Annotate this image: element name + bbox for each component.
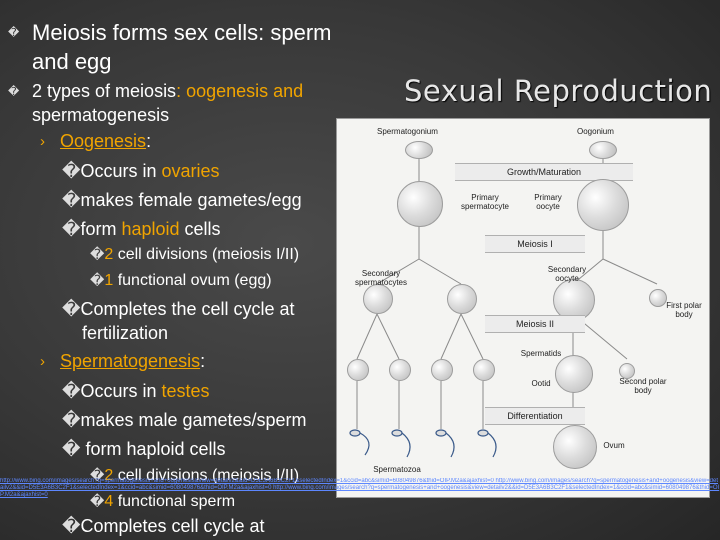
oogenesis-item-highlight: ovaries (161, 161, 220, 181)
spermatogenesis-item-testes: �Occurs in testes (62, 381, 210, 402)
stage-meiosis-1: Meiosis I (485, 235, 585, 253)
first-polar-body-cell (649, 289, 667, 307)
stage-growth: Growth/Maturation (455, 163, 633, 181)
oogenesis-colon: : (146, 131, 152, 151)
spermatogenesis-item-cycle: �Completes cell cycle at (62, 516, 265, 537)
spermatogenesis-item-haploid: � form haploid cells (62, 439, 226, 460)
oogenesis-item-gametes: �makes female gametes/egg (62, 190, 302, 211)
stage-differentiation: Differentiation (485, 407, 585, 425)
oogenesis-subitem-ovum: �1 functional ovum (egg) (90, 272, 272, 290)
second-polar-body-cell (619, 363, 635, 379)
spermatogenesis-subitem-text: cell divisions (meiosis I/II) (113, 467, 300, 484)
label-ovum: Ovum (603, 441, 625, 450)
spermatozoa-icons (349, 429, 497, 458)
primary-spermatocyte-cell (397, 181, 443, 227)
bullet-icon: � (8, 86, 20, 98)
spermatogenesis-subitem-divisions: �2 cell divisions (meiosis I/II) (90, 467, 299, 485)
oogenesis-subitem-number: 1 (104, 272, 114, 289)
oogenesis-subitem-text: functional ovum (egg) (113, 272, 272, 289)
label-oogonium: Oogonium (577, 127, 614, 136)
gametogenesis-diagram: Spermatogonium Oogonium Growth/Maturatio… (336, 118, 710, 498)
oogenesis-heading: Oogenesis: (60, 131, 151, 152)
oogenesis-item-fertilization-cont: fertilization (82, 323, 169, 343)
box-bullet-icon: � (62, 381, 81, 401)
oogenesis-item-ovaries: �Occurs in ovaries (62, 161, 220, 182)
oogenesis-item-text: Completes the cell cycle at (80, 299, 295, 319)
oogenesis-subitem-divisions: �2 cell divisions (meiosis I/II) (90, 246, 299, 264)
oogenesis-item-highlight: haploid (121, 219, 180, 239)
oogenesis-label: Oogenesis (60, 131, 147, 151)
spermatogenesis-subitem-text: functional sperm (113, 493, 236, 510)
box-bullet-icon: � (62, 516, 81, 536)
source-link[interactable]: http://www.bing.com/images/search?q=sper… (0, 478, 720, 498)
label-primary-spermatocyte: Primary spermatocyte (460, 193, 510, 211)
spermatogenesis-colon: : (200, 351, 206, 371)
oogenesis-item-haploid: �form haploid cells (62, 219, 221, 240)
spermatogenesis-item-text: makes male gametes/sperm (80, 410, 307, 430)
bullet-2-text-b: : oogenesis and (176, 81, 304, 101)
spermatid-cell (389, 359, 411, 381)
chevron-right-icon: › (40, 353, 45, 370)
label-spermatids: Spermatids (520, 349, 562, 358)
oogenesis-subitem-text: cell divisions (meiosis I/II) (113, 246, 300, 263)
oogenesis-item-text: form (80, 219, 122, 239)
stage-meiosis-2: Meiosis II (485, 315, 585, 333)
oogenesis-item-text: makes female gametes/egg (80, 190, 302, 210)
bullet-2-line-2: spermatogenesis (32, 105, 170, 125)
spermatogenesis-item-gametes: �makes male gametes/sperm (62, 410, 307, 431)
label-spermatozoa: Spermatozoa (373, 465, 421, 474)
box-bullet-icon: � (90, 467, 105, 483)
oogenesis-subitem-number: 2 (104, 246, 114, 263)
bullet-2-line-1: 2 types of meiosis: oogenesis and (32, 81, 303, 102)
label-spermatogonium: Spermatogonium (377, 127, 438, 136)
ootid-cell (555, 355, 593, 393)
spermatid-cell (473, 359, 495, 381)
spermatogenesis-subitem-sperm: �4 functional sperm (90, 493, 235, 511)
box-bullet-icon: � (62, 410, 81, 430)
secondary-spermatocyte-cell (447, 284, 477, 314)
label-first-polar-body: First polar body (666, 301, 702, 319)
box-bullet-icon: � (62, 219, 81, 239)
bullet-1-line-2: and egg (32, 49, 112, 74)
box-bullet-icon: � (90, 493, 105, 509)
secondary-spermatocyte-cell (363, 284, 393, 314)
spermatid-cell (347, 359, 369, 381)
oogenesis-item-fertilization: �Completes the cell cycle at (62, 299, 295, 320)
bullet-2-text-a: 2 types of meiosis (32, 81, 177, 101)
spermatid-cell (431, 359, 453, 381)
spermatogonium-cell (405, 141, 433, 159)
spermatogenesis-item-text: Completes cell cycle at (80, 516, 265, 536)
label-secondary-oocyte: Secondary oocyte (547, 265, 587, 283)
label-secondary-spermatocytes: Secondary spermatocytes (354, 269, 408, 287)
spermatogenesis-subitem-number: 4 (104, 493, 114, 510)
ovum-cell (553, 425, 597, 469)
box-bullet-icon: � (62, 439, 81, 459)
label-ootid: Ootid (531, 379, 551, 388)
bullet-icon: � (8, 27, 20, 39)
chevron-right-icon: › (40, 133, 45, 150)
label-second-polar-body: Second polar body (619, 377, 667, 395)
oogenesis-item-text: Occurs in (80, 161, 162, 181)
primary-oocyte-cell (577, 179, 629, 231)
box-bullet-icon: � (62, 161, 81, 181)
oogenesis-item-text: cells (179, 219, 221, 239)
bullet-1-line-1: Meiosis forms sex cells: sperm (32, 20, 332, 45)
slide-title: Sexual Reproduction (404, 74, 713, 108)
label-primary-oocyte: Primary oocyte (534, 193, 562, 211)
spermatogenesis-subitem-number: 2 (104, 467, 114, 484)
box-bullet-icon: � (90, 272, 105, 288)
spermatogenesis-label: Spermatogenesis (60, 351, 201, 371)
spermatogenesis-item-highlight: testes (161, 381, 210, 401)
secondary-oocyte-cell (553, 279, 595, 321)
box-bullet-icon: � (62, 190, 81, 210)
spermatogenesis-item-text: form haploid cells (80, 439, 226, 459)
box-bullet-icon: � (62, 299, 81, 319)
box-bullet-icon: � (90, 246, 105, 262)
oogonium-cell (589, 141, 617, 159)
spermatogenesis-heading: Spermatogenesis: (60, 351, 205, 372)
spermatogenesis-item-text: Occurs in (80, 381, 162, 401)
